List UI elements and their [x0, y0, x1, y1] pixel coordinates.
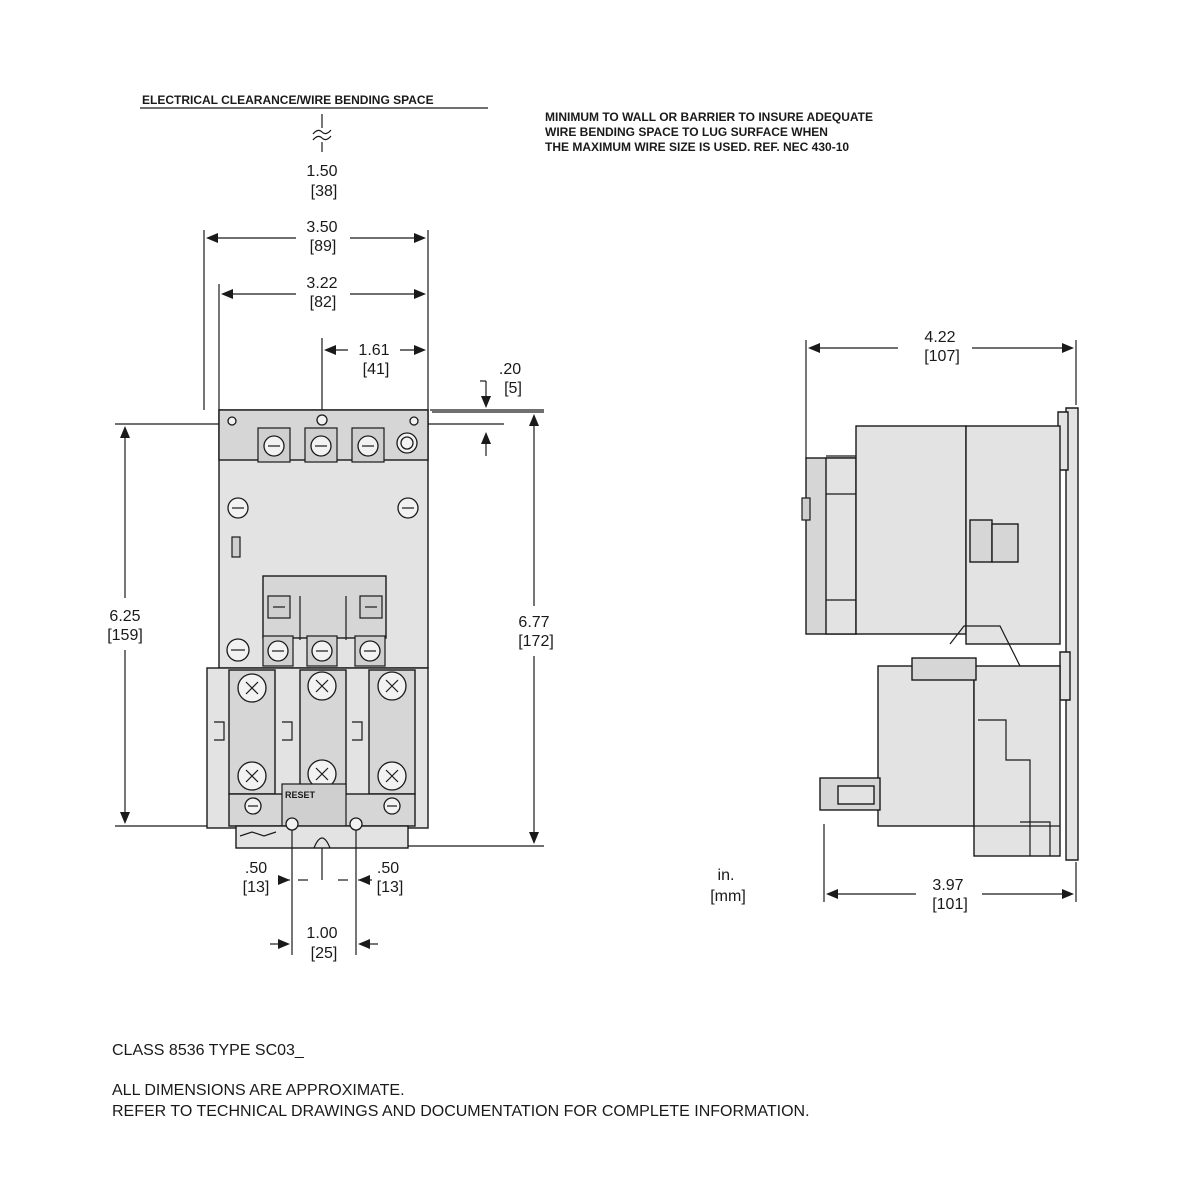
overload-terminal-screws — [237, 671, 407, 791]
hole-spacing-mm: [25] — [311, 945, 338, 962]
reset-label: RESET — [285, 790, 316, 800]
top-offset-in: .20 — [499, 361, 521, 378]
overall-height-in: 6.77 — [518, 614, 549, 631]
note-line-1: MINIMUM TO WALL OR BARRIER TO INSURE ADE… — [545, 110, 873, 124]
right-offset-in: .50 — [377, 860, 399, 877]
mounting-height-mm: [159] — [107, 627, 143, 644]
overall-depth-mm: [107] — [924, 348, 960, 365]
base-depth-mm: [101] — [932, 896, 968, 913]
front-view: RESET — [206, 409, 429, 849]
overall-height-mm: [172] — [518, 633, 554, 650]
overall-depth-dimension — [808, 343, 1074, 353]
units-mm: [mm] — [710, 888, 746, 905]
mounting-width-in: 3.22 — [306, 275, 337, 292]
clearance-mm: [38] — [311, 183, 338, 200]
mounting-hole-left — [285, 817, 299, 831]
note-line-3: THE MAXIMUM WIRE SIZE IS USED. REF. NEC … — [545, 140, 849, 154]
footer-note-2: REFER TO TECHNICAL DRAWINGS AND DOCUMENT… — [112, 1103, 810, 1120]
mounting-width-mm: [82] — [310, 294, 337, 311]
clearance-in: 1.50 — [306, 163, 337, 180]
base-depth-in: 3.97 — [932, 877, 963, 894]
clearance-label: ELECTRICAL CLEARANCE/WIRE BENDING SPACE — [142, 93, 434, 107]
half-width-mm: [41] — [363, 361, 390, 378]
overall-width-dimension — [206, 233, 426, 243]
left-offset-in: .50 — [245, 860, 267, 877]
overall-height-dimension — [408, 411, 544, 847]
top-terminal-row — [257, 427, 418, 463]
half-width-in: 1.61 — [358, 342, 389, 359]
base-depth-dimension — [826, 889, 1074, 899]
top-offset-mm: [5] — [504, 380, 522, 397]
class-label: CLASS 8536 TYPE SC03_ — [112, 1042, 304, 1059]
overall-depth-in: 4.22 — [924, 329, 955, 346]
overall-width-in: 3.50 — [306, 219, 337, 236]
overall-width-mm: [89] — [310, 238, 337, 255]
half-width-dimension — [324, 345, 426, 355]
footer-note-1: ALL DIMENSIONS ARE APPROXIMATE. — [112, 1082, 405, 1099]
side-view — [801, 407, 1079, 861]
hole-spacing-in: 1.00 — [306, 925, 337, 942]
note-line-2: WIRE BENDING SPACE TO LUG SURFACE WHEN — [545, 125, 828, 139]
left-offset-mm: [13] — [243, 879, 270, 896]
middle-terminal-row — [226, 635, 386, 667]
break-symbol — [312, 114, 332, 152]
mounting-height-dimension — [115, 426, 238, 827]
bottom-offset-dimensions — [270, 830, 378, 955]
right-offset-mm: [13] — [377, 879, 404, 896]
mounting-hole-right — [349, 817, 363, 831]
mounting-width-dimension — [221, 289, 426, 299]
units-in: in. — [718, 867, 735, 884]
mounting-height-in: 6.25 — [109, 608, 140, 625]
